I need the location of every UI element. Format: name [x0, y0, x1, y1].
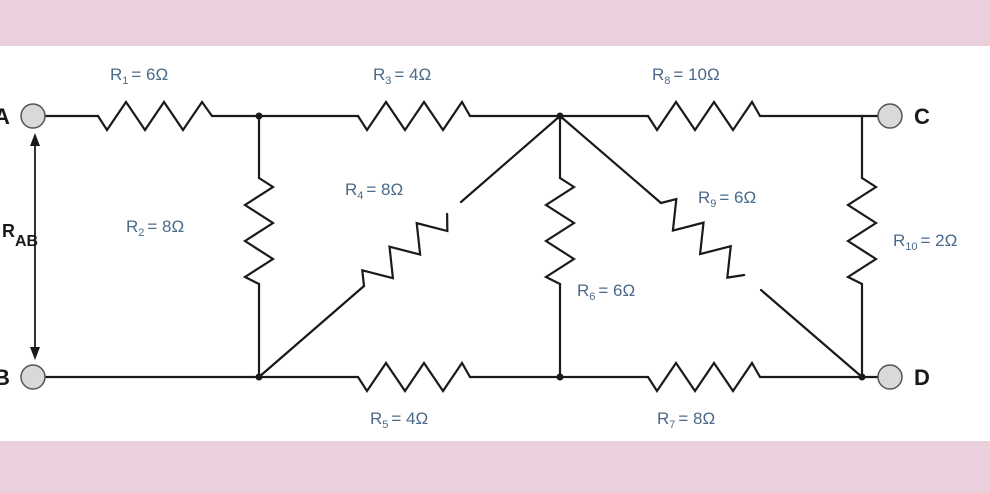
- r3-label: R3= 4Ω: [373, 65, 431, 87]
- terminal-a-label: A: [0, 104, 10, 129]
- resistor-r1: [96, 100, 214, 132]
- r5-label: R5= 4Ω: [370, 409, 428, 431]
- circuit-diagram: A B C D RAB R1= 6Ω R3= 4Ω R8= 10Ω R2= 8Ω…: [0, 65, 957, 431]
- r10-label: R10= 2Ω: [893, 231, 957, 253]
- terminal-d: [877, 364, 903, 390]
- junction-node: [255, 373, 263, 381]
- resistor-r7: [646, 360, 762, 393]
- r8-label: R8= 10Ω: [652, 65, 720, 87]
- junction-nodes: [255, 112, 866, 381]
- resistor-r10: [845, 176, 879, 286]
- resistor-r9: [659, 197, 746, 279]
- circuit-panel: A B C D RAB R1= 6Ω R3= 4Ω R8= 10Ω R2= 8Ω…: [0, 46, 990, 441]
- terminal-a: [20, 103, 46, 129]
- junction-node: [556, 112, 564, 120]
- terminal-c-label: C: [914, 104, 930, 129]
- terminal-b-label: B: [0, 365, 10, 390]
- resistor-r5: [356, 360, 472, 393]
- terminal-d-label: D: [914, 365, 930, 390]
- resistor-r3: [356, 99, 472, 132]
- junction-node: [858, 373, 866, 381]
- wires: [44, 114, 880, 379]
- r9-label: R9= 6Ω: [698, 188, 756, 210]
- resistor-r4: [361, 212, 449, 288]
- resistor-r6: [543, 176, 577, 286]
- r6-label: R6= 6Ω: [577, 281, 635, 303]
- junction-node: [255, 112, 263, 120]
- terminal-c: [877, 103, 903, 129]
- junction-node: [556, 373, 564, 381]
- r7-label: R7= 8Ω: [657, 409, 715, 431]
- rab-label: RAB: [2, 221, 38, 250]
- r2-label: R2= 8Ω: [126, 217, 184, 239]
- r4-label: R4= 8Ω: [345, 180, 403, 202]
- resistor-r2: [242, 176, 276, 286]
- r1-label: R1= 6Ω: [110, 65, 168, 87]
- resistor-r8: [646, 99, 762, 132]
- rab-arrow: [30, 133, 40, 360]
- terminal-b: [20, 364, 46, 390]
